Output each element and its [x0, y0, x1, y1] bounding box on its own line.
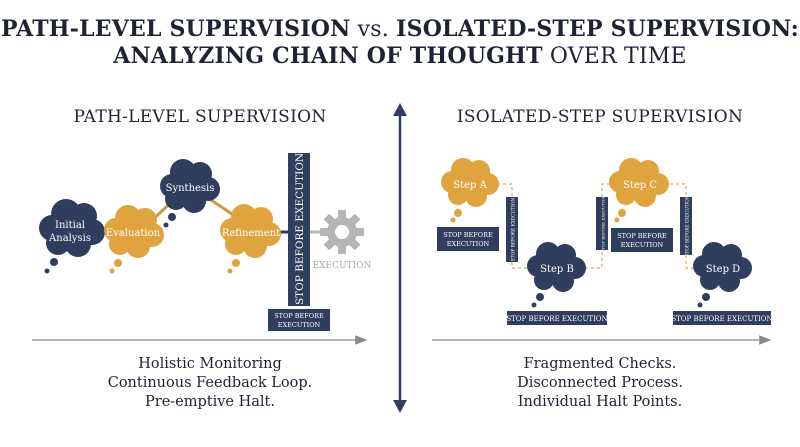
step-d-stop-box: STOP BEFORE EXECUTION — [671, 311, 773, 325]
left-stop-box-line-2: EXECUTION — [278, 321, 321, 329]
title-part-isolated-step: ISOLATED-STEP SUPERVISION: — [396, 16, 800, 42]
stop-vertical-2: STOP BEFORE EXECUTION — [596, 194, 608, 252]
left-caption-line-3: Pre-emptive Halt. — [145, 394, 275, 410]
right-caption-line-3: Individual Halt Points. — [517, 394, 683, 410]
step-c-stop-line-1: STOP BEFORE — [617, 232, 667, 240]
left-stop-box-line-1: STOP BEFORE — [274, 312, 324, 320]
left-caption: Holistic Monitoring Continuous Feedback … — [50, 355, 370, 412]
stop-before-execution-bar: STOP BEFORE EXECUTION — [288, 153, 310, 306]
right-caption-line-1: Fragmented Checks. — [523, 356, 677, 372]
stop-bar-label: STOP BEFORE EXECUTION — [294, 153, 306, 305]
initial-analysis-label-2: Analysis — [48, 233, 91, 244]
step-b-label: Step B — [540, 264, 574, 275]
refinement-cloud: Refinement — [220, 204, 281, 274]
step-a-cloud: Step A — [441, 158, 499, 223]
step-c-cloud: Step C — [609, 158, 669, 223]
right-caption-line-2: Disconnected Process. — [517, 375, 683, 391]
step-d-stop-label: STOP BEFORE EXECUTION — [671, 315, 772, 323]
synthesis-cloud: Synthesis — [160, 159, 220, 228]
step-b-stop-box: STOP BEFORE EXECUTION — [506, 311, 608, 325]
left-caption-line-1: Holistic Monitoring — [138, 356, 282, 372]
step-a-label: Step A — [453, 180, 487, 191]
left-caption-line-2: Continuous Feedback Loop. — [107, 375, 313, 391]
title-line-2: ANALYZING CHAIN OF THOUGHT OVER TIME — [0, 43, 800, 70]
step-d-label: Step D — [706, 264, 740, 275]
title-part-path-level: PATH-LEVEL SUPERVISION — [0, 16, 351, 42]
step-b-stop-label: STOP BEFORE EXECUTION — [506, 315, 607, 323]
center-divider-arrow — [393, 103, 407, 413]
step-c-stop-box: STOP BEFORE EXECUTION — [611, 228, 673, 252]
step-a-stop-line-1: STOP BEFORE — [443, 231, 493, 239]
stop-vertical-3: STOP BEFORE EXECUTION — [680, 195, 692, 256]
title-part-over-time: OVER TIME — [549, 44, 687, 69]
stop-vertical-3-label: STOP BEFORE EXECUTION — [685, 195, 690, 256]
synthesis-label: Synthesis — [166, 183, 215, 194]
stop-vertical-1: STOP BEFORE EXECUTION — [506, 197, 518, 262]
execution-label: EXECUTION — [313, 261, 372, 271]
left-panel-title: PATH-LEVEL SUPERVISION — [73, 107, 327, 127]
right-panel-title: ISOLATED-STEP SUPERVISION — [456, 107, 744, 127]
evaluation-cloud: Evaluation — [104, 205, 164, 274]
step-a-stop-box: STOP BEFORE EXECUTION — [437, 227, 499, 251]
step-d-cloud: Step D — [693, 242, 752, 308]
title-part-vs: vs. — [357, 17, 389, 42]
title-part-analyzing: ANALYZING CHAIN OF THOUGHT — [113, 43, 543, 69]
title-line-1: PATH-LEVEL SUPERVISION vs. ISOLATED-STEP… — [0, 16, 800, 43]
stop-vertical-2-label: STOP BEFORE EXECUTION — [601, 194, 606, 252]
refinement-label: Refinement — [222, 228, 280, 239]
left-stop-box: STOP BEFORE EXECUTION — [268, 309, 330, 331]
page-title: PATH-LEVEL SUPERVISION vs. ISOLATED-STEP… — [0, 16, 800, 70]
step-c-label: Step C — [623, 180, 657, 191]
step-c-stop-line-2: EXECUTION — [621, 241, 664, 249]
execution-gear-icon — [320, 210, 364, 254]
right-caption: Fragmented Checks. Disconnected Process.… — [440, 355, 760, 412]
initial-analysis-cloud: Initial Analysis — [39, 199, 105, 274]
initial-analysis-label-1: Initial — [55, 220, 85, 231]
step-a-stop-line-2: EXECUTION — [447, 240, 490, 248]
stop-vertical-1-label: STOP BEFORE EXECUTION — [512, 198, 517, 262]
evaluation-label: Evaluation — [106, 228, 161, 239]
step-b-cloud: Step B — [527, 242, 586, 308]
